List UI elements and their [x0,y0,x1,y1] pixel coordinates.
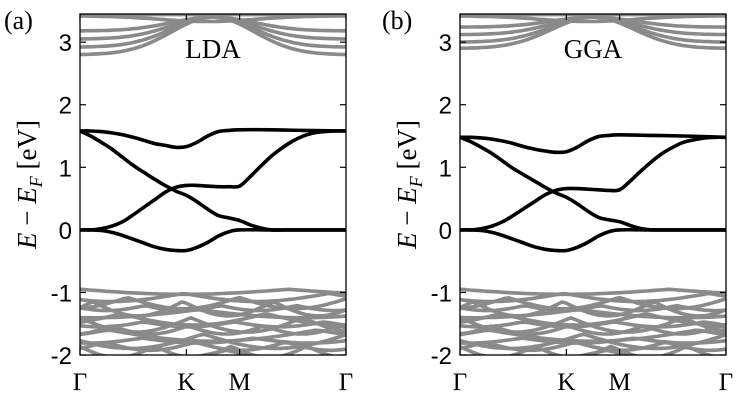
panel-b-lower-band [460,291,726,304]
panel-a-frame [79,13,347,356]
panel-b-y-tick-label: 3 [439,30,452,57]
panel-b-y-tick-label: 1 [439,155,452,182]
panel-b-k-point-label: M [608,369,630,396]
panel-a-lower-band [80,303,346,313]
panel-b-lower-band [460,287,726,297]
panel-a-lower-band [195,348,259,355]
panel-b-gga: -2 -1 0 1 2 3Γ K M Γ (b) GGA E − EF [eV] [382,6,733,396]
panel-a-y-tick-label: -1 [51,280,72,307]
panel-b-label: (b) [382,6,412,35]
panel-b-lower-band [460,303,726,313]
panel-b-y-tick-label: 2 [439,93,452,120]
panel-a-k-point-label: Γ [73,369,87,396]
panel-b-lower-band [460,336,726,345]
panel-a-lower-band [80,287,346,297]
panel-a-grey-bands [80,14,346,355]
panel-a-band-2 [80,129,346,232]
panel-a-k-point-label: K [177,369,195,396]
panel-a-upper-band [80,15,346,57]
panel-a-y-tick-label: 3 [59,30,72,57]
panel-a-black-bands [80,127,346,253]
panel-a-method-label: LDA [185,34,241,64]
panel-b-y-axis-label: E − EF [eV] [392,120,426,250]
panel-b-band-1 [460,133,726,155]
panel-a-lda: -2 -1 0 1 2 3Γ K M Γ (a) LDA E − EF [eV] [4,6,353,396]
panel-a-lower-band [80,336,346,345]
panel-b-y-tick-label: -1 [431,280,452,307]
panel-b-lower-band [575,348,639,355]
panel-a-upper-band [80,14,346,24]
panel-b-lower-band [460,320,726,329]
panel-b-y-tick-label: 0 [439,218,452,245]
panel-a-lower-band [80,340,346,353]
panel-b-band-3 [460,135,726,232]
panel-a-upper-band [80,15,346,33]
panel-a-y-tick-label: 1 [59,155,72,182]
panel-b-frame [459,13,727,356]
panel-a-lower-band [80,320,346,329]
panel-b-k-point-label: Γ [719,369,733,396]
panel-b-ticks: -2 -1 0 1 2 3Γ K M Γ [431,14,733,396]
panel-b-band-4 [460,227,726,253]
panel-a-band-3 [80,129,346,232]
panel-b-upper-band [460,15,726,50]
panel-b-black-bands [460,133,726,253]
panel-a-ticks: -2 -1 0 1 2 3Γ K M Γ [51,14,353,396]
panel-a-y-axis-label: E − EF [eV] [12,120,46,250]
panel-b-band-2 [460,135,726,232]
panel-a-band-4 [80,227,346,253]
panel-b-method-label: GGA [564,34,623,64]
panel-b-k-point-label: K [557,369,575,396]
panel-b-grey-bands [460,14,726,355]
panel-a-lower-band [80,295,346,311]
panel-b-lower-band [460,340,726,353]
panel-a-label: (a) [4,6,33,35]
panel-b-upper-band [460,14,726,24]
panel-b-lower-band [460,295,726,311]
panel-b-y-tick-label: -2 [431,343,452,370]
panel-a-y-tick-label: -2 [51,343,72,370]
panel-a-k-point-label: M [228,369,250,396]
panel-a-k-point-label: Γ [339,369,353,396]
panel-a-y-tick-label: 2 [59,93,72,120]
panel-a-lower-band [80,291,346,304]
panel-b-k-point-label: Γ [453,369,467,396]
panel-a-band-1 [80,127,346,150]
panel-a-y-tick-label: 0 [59,218,72,245]
